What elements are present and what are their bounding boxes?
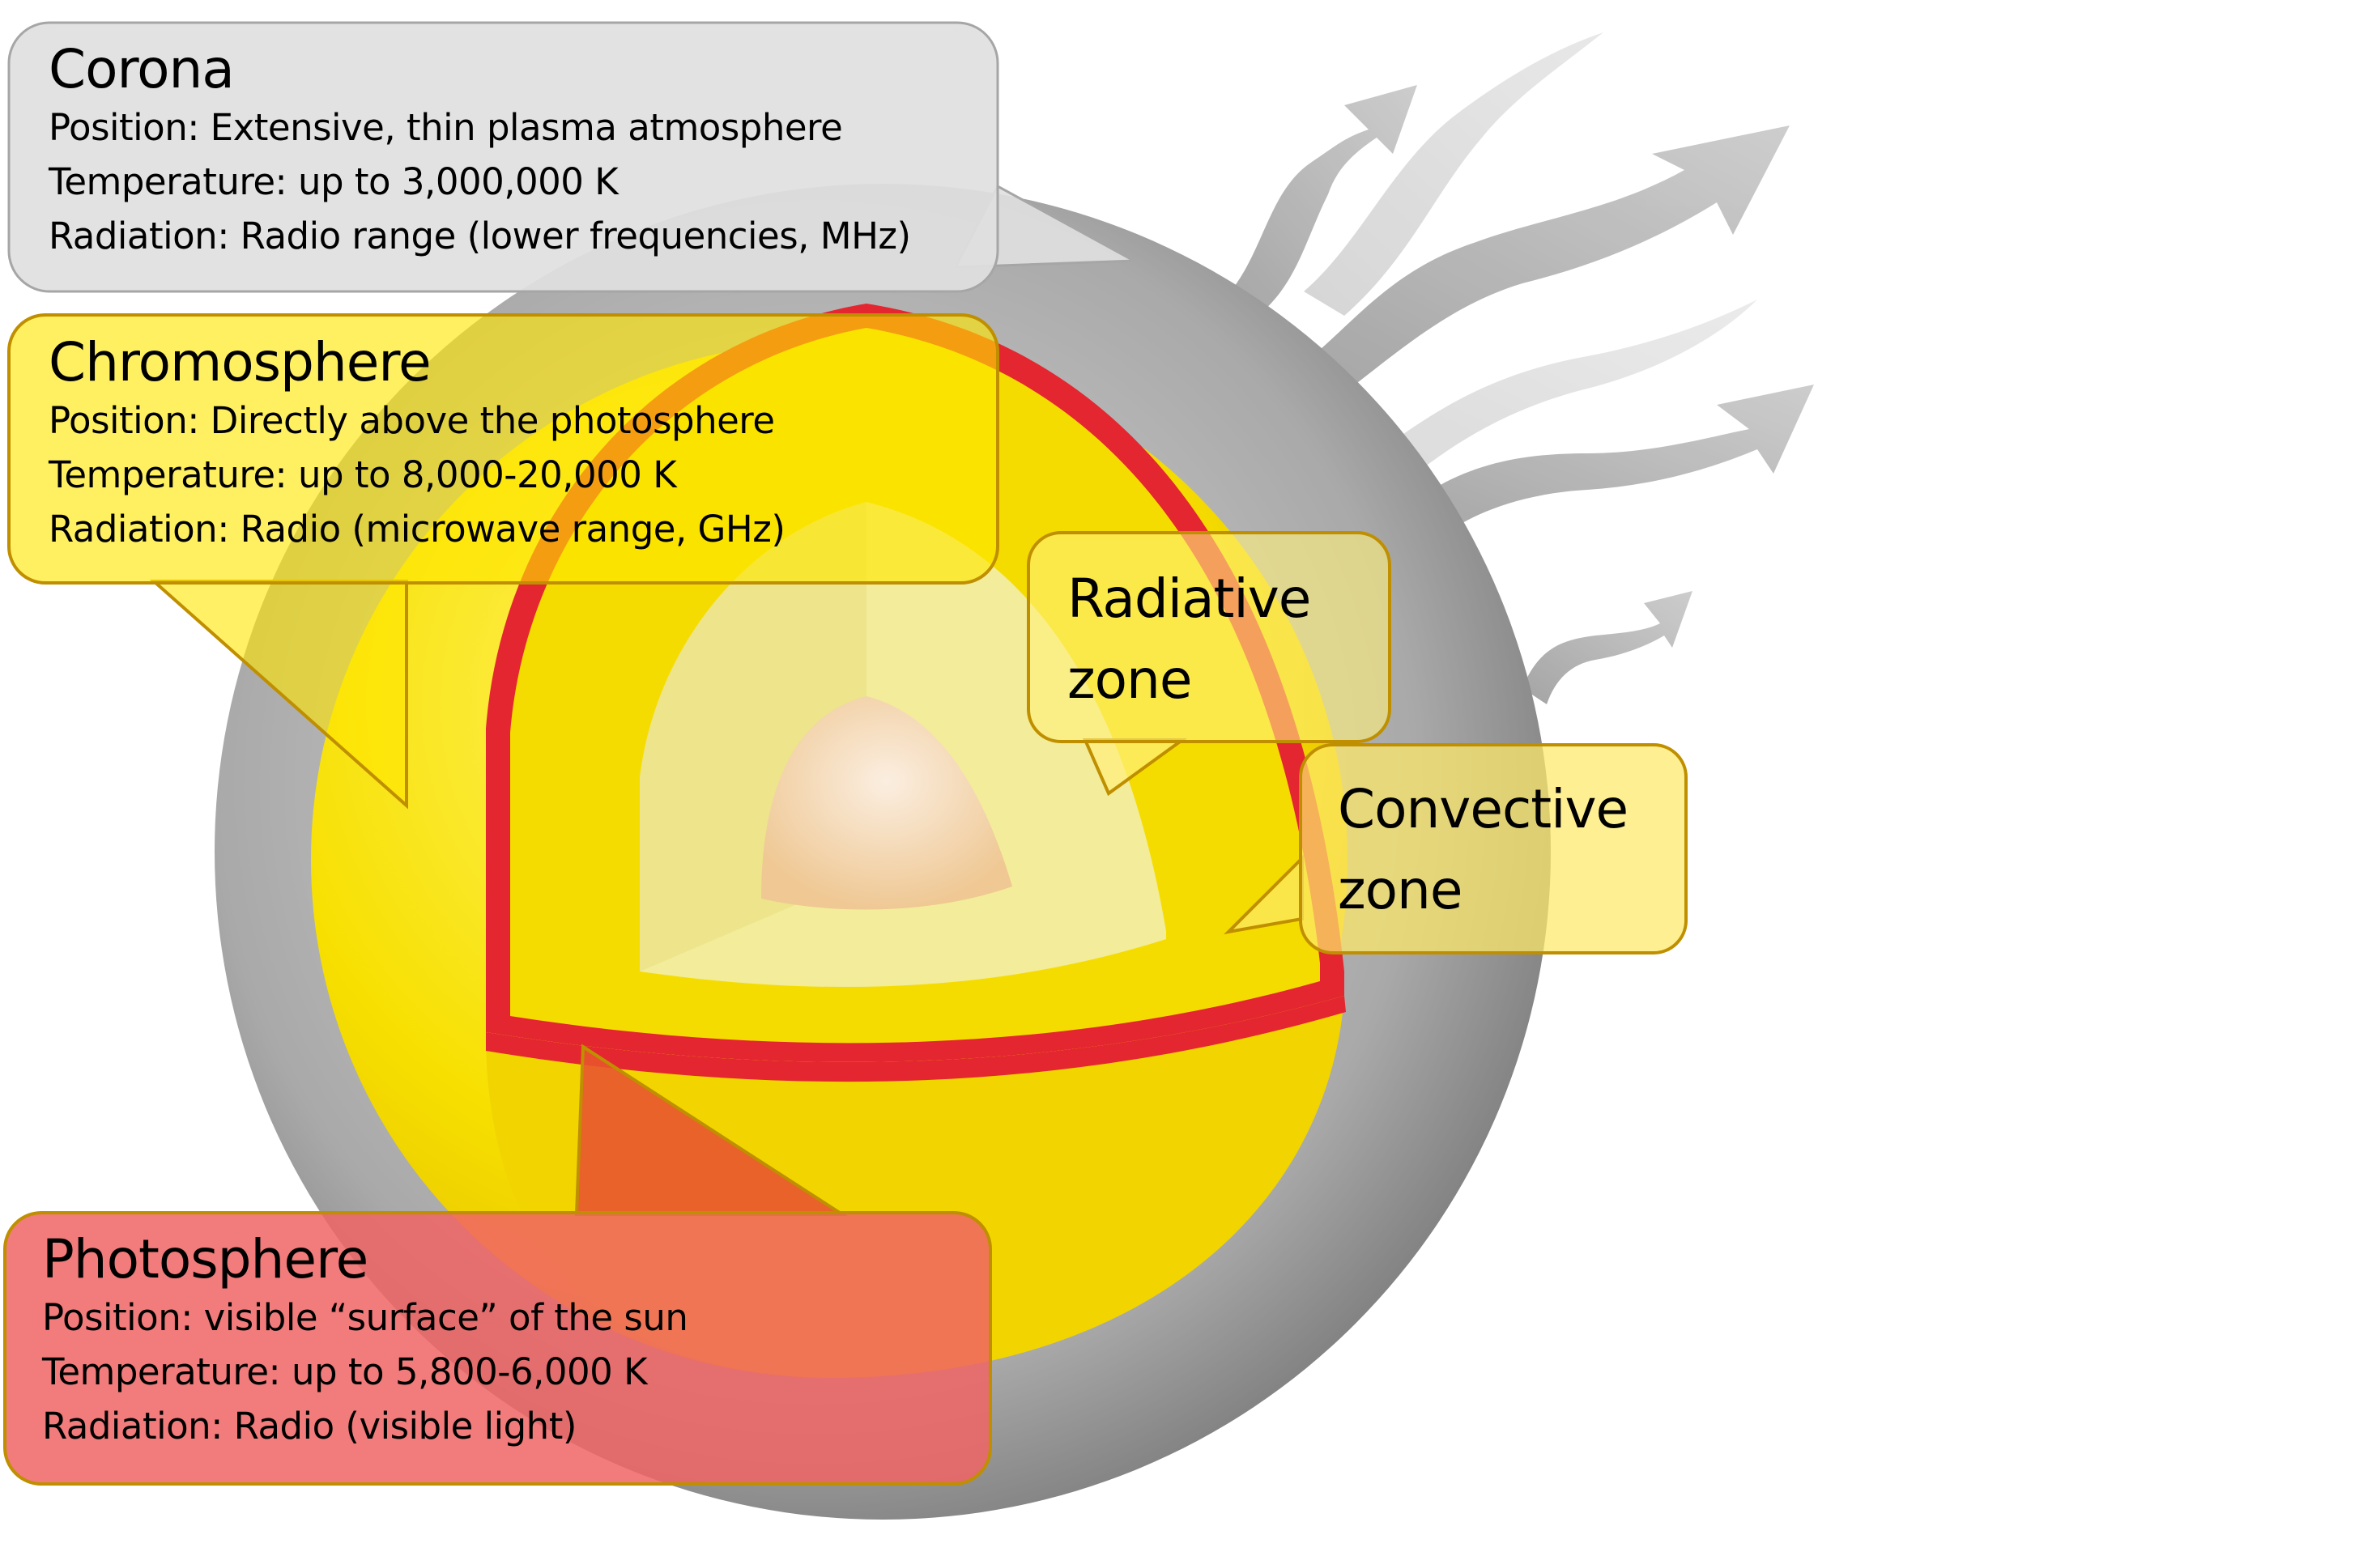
photosphere-callout-box (3, 1211, 992, 1486)
flame-arrow-icon (1522, 591, 1692, 704)
sun-cutaway (486, 304, 1346, 1378)
chromosphere-radiation: Radiation: Radio (microwave range, GHz) (49, 507, 786, 551)
photosphere-callout: Photosphere Position: visible “surface” … (42, 1229, 688, 1453)
corona-radiation: Radiation: Radio range (lower frequencie… (49, 214, 911, 257)
core (761, 696, 1012, 910)
corona-callout: Corona Position: Extensive, thin plasma … (49, 39, 911, 263)
photosphere-rim-lower (486, 996, 1346, 1082)
corona-callout-box (7, 21, 999, 293)
corona-position: Position: Extensive, thin plasma atmosph… (49, 105, 843, 149)
flame-arrow-icon (1393, 385, 1814, 551)
convective-zone-callout: Convective zone (1338, 769, 1629, 931)
radiative-zone-title-line1: Radiative (1067, 568, 1311, 630)
corona-title: Corona (49, 38, 235, 100)
chromosphere-position: Position: Directly above the photosphere (49, 398, 775, 442)
radiative-zone-title-line2: zone (1067, 648, 1192, 711)
convective-zone-title-line2: zone (1338, 859, 1462, 921)
radiative-callout-box (1027, 531, 1391, 743)
corona-flames (1215, 32, 1814, 704)
chromosphere-title: Chromosphere (49, 331, 432, 393)
radiative-zone-callout: Radiative zone (1067, 559, 1311, 721)
convective-callout-box (1299, 743, 1688, 954)
flame-wisp (1377, 300, 1757, 486)
photosphere-position: Position: visible “surface” of the sun (42, 1295, 688, 1339)
photosphere-radiation: Radiation: Radio (visible light) (42, 1404, 577, 1448)
chromosphere-temperature: Temperature: up to 8,000-20,000 K (49, 453, 677, 496)
photosphere-title: Photosphere (42, 1228, 368, 1290)
chromosphere-callout: Chromosphere Position: Directly above th… (49, 331, 786, 556)
corona-temperature: Temperature: up to 3,000,000 K (49, 159, 619, 203)
flame-arrow-icon (1279, 125, 1790, 405)
flame-wisp (1304, 32, 1603, 316)
convective-zone-title-line1: Convective (1338, 778, 1629, 840)
chromosphere-callout-box (7, 313, 999, 585)
photosphere-temperature: Temperature: up to 5,800-6,000 K (42, 1350, 648, 1393)
flame-arrow-icon (1215, 85, 1417, 324)
